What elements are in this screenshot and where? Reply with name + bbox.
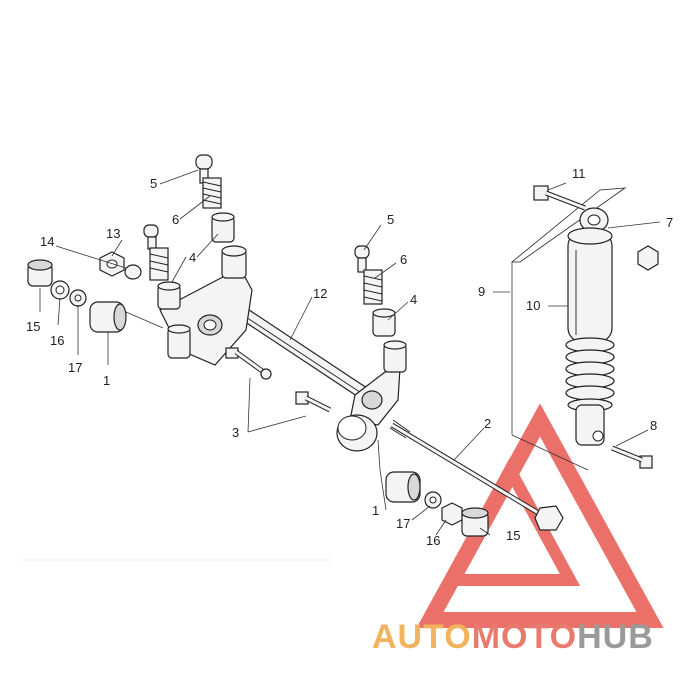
right-bracket — [349, 367, 401, 426]
left-bushing-set — [27, 259, 127, 333]
left-rubber-stack — [143, 154, 247, 359]
callout-15-left: 15 — [26, 319, 40, 334]
leader-lines — [39, 169, 661, 536]
long-bolt — [389, 419, 564, 531]
brand-part-hub: HUB — [577, 618, 654, 656]
callout-6-left: 6 — [172, 212, 179, 227]
callout-1-left: 1 — [103, 373, 110, 388]
right-rubber-stack — [354, 245, 407, 373]
callout-12: 12 — [313, 286, 327, 301]
callout-7: 7 — [666, 215, 673, 230]
callout-1-right: 1 — [372, 503, 379, 518]
callout-11: 11 — [572, 166, 586, 181]
callout-5-left: 5 — [150, 176, 157, 191]
callout-5-right: 5 — [387, 212, 394, 227]
callout-4-left: 4 — [189, 250, 196, 265]
shock-spring — [565, 337, 615, 412]
brand-part-auto: AUTO — [372, 618, 472, 656]
callout-3: 3 — [232, 425, 239, 440]
callout-13: 13 — [106, 226, 120, 241]
bolt-3-lower — [295, 391, 332, 413]
large-bushing-housing — [336, 414, 378, 452]
callout-6-right: 6 — [400, 252, 407, 267]
callout-10: 10 — [526, 298, 540, 313]
callout-2: 2 — [484, 416, 491, 431]
callout-labels: 5 6 4 13 14 15 16 17 1 12 5 6 4 3 2 1 17… — [26, 166, 673, 548]
bolt-3-upper — [225, 347, 272, 380]
watermark-text: AUTOMOTOHUB — [372, 618, 654, 656]
callout-16-right: 16 — [426, 533, 440, 548]
callout-8: 8 — [650, 418, 657, 433]
right-bushing-set — [385, 471, 489, 537]
washer-14 — [124, 264, 142, 280]
shock-absorber — [510, 185, 659, 471]
callout-15-right: 15 — [506, 528, 520, 543]
callout-17-left: 17 — [68, 360, 82, 375]
callout-9: 9 — [478, 284, 485, 299]
svg-text:AUTOMOTOHUB: AUTOMOTOHUB — [372, 618, 654, 656]
brand-part-moto: MOTO — [472, 618, 577, 656]
callout-14: 14 — [40, 234, 54, 249]
callout-16-left: 16 — [50, 333, 64, 348]
callout-4-right: 4 — [410, 292, 417, 307]
callout-17-right: 17 — [396, 516, 410, 531]
